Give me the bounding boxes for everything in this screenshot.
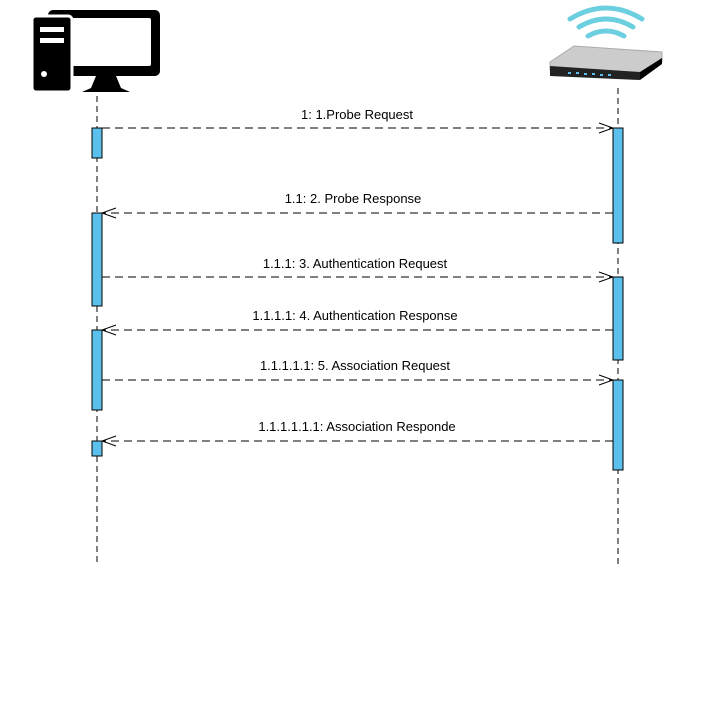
ap-activation-bar (612, 379, 624, 471)
client-activation-bar (91, 440, 103, 457)
wifi-router-icon (549, 5, 663, 80)
ap-activation-bar (612, 127, 624, 244)
message-label: 1.1.1.1.1.1: Association Responde (258, 419, 455, 434)
message-label: 1.1.1.1: 4. Authentication Response (252, 308, 457, 323)
client-activation-bar (91, 127, 103, 159)
message-label: 1.1.1.1.1: 5. Association Request (260, 358, 450, 373)
ap-activation-bar (612, 276, 624, 361)
message-label: 1.1.1: 3. Authentication Request (263, 256, 448, 271)
desktop-computer-icon (30, 10, 160, 94)
client-activation-bar (91, 329, 103, 411)
message-label: 1: 1.Probe Request (301, 107, 413, 122)
client-activation-bar (91, 212, 103, 307)
message-label: 1.1: 2. Probe Response (285, 191, 422, 206)
